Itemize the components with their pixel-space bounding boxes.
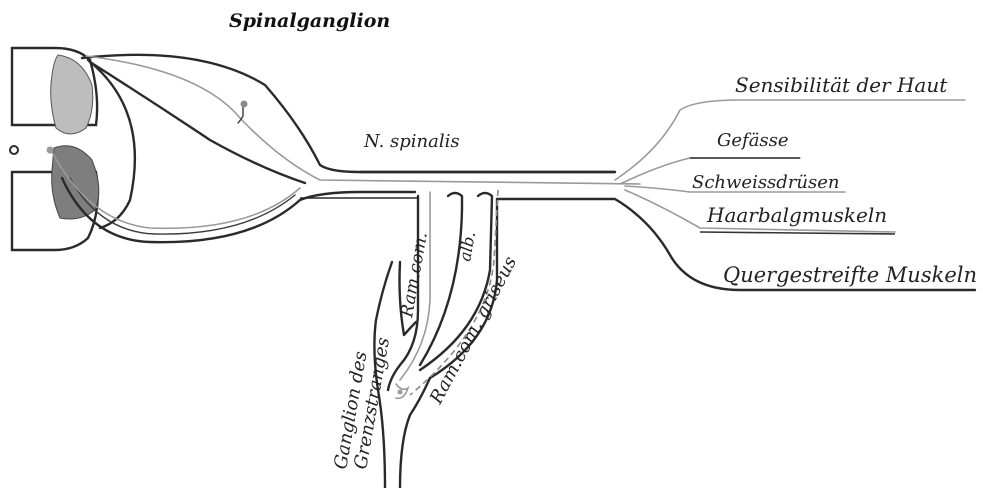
label-haarbalgmuskeln: Haarbalgmuskeln (706, 203, 887, 227)
label-ram-com: Ram.com. (397, 231, 432, 320)
label-alb: alb. (455, 230, 479, 263)
underline-haarbalgmuskeln (700, 232, 895, 234)
sympathetic-cell-body (398, 390, 403, 395)
label-sensibilitaet: Sensibilität der Haut (735, 73, 948, 97)
dorsal-root-upper (82, 55, 615, 172)
label-spinalganglion: Spinalganglion (229, 10, 390, 32)
ventral-root-lower (62, 178, 415, 242)
dorsal-root-inner (90, 62, 305, 183)
nerve-trunk (300, 100, 975, 290)
label-gefaesse: Gefässe (717, 130, 789, 151)
label-n-spinalis: N. spinalis (363, 131, 460, 152)
central-canal (10, 146, 18, 154)
ganglion-cell-body (241, 101, 248, 108)
label-quergestreifte: Quergestreifte Muskeln (723, 263, 977, 287)
label-schweissdruesen: Schweissdrüsen (692, 172, 840, 193)
spinal-ganglion (52, 55, 640, 242)
sensory-fiber-gray (86, 56, 640, 184)
branch-sensibilitaet (615, 100, 965, 180)
spinal-cord-section (10, 48, 99, 250)
label-ram-com-griseus: Ram.com. griseus (425, 253, 521, 408)
